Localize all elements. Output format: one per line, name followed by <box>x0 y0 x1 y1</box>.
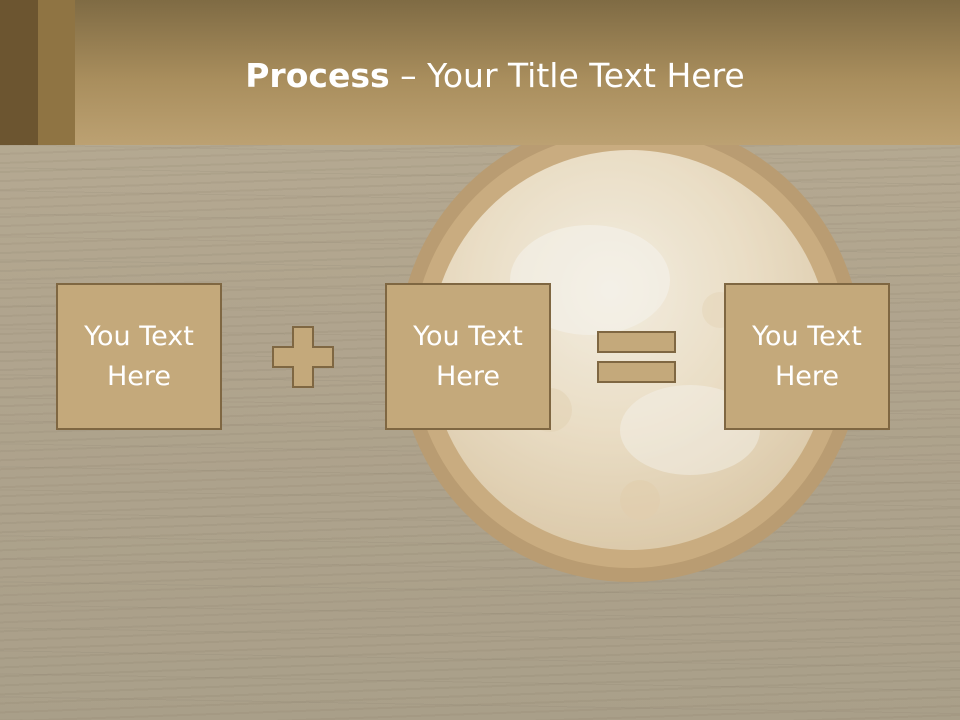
process-box-1[interactable]: You Text Here <box>56 283 222 430</box>
process-box-text: You Text Here <box>752 320 862 392</box>
slide-title[interactable]: Process – Your Title Text Here <box>75 50 915 102</box>
title-bold-text: Process <box>245 56 390 95</box>
accent-stripe <box>38 0 75 145</box>
process-box-text: You Text Here <box>84 320 194 392</box>
equals-icon <box>597 331 676 383</box>
process-box-text: You Text Here <box>413 320 523 392</box>
title-rest-text: – Your Title Text Here <box>389 56 745 95</box>
process-box-2[interactable]: You Text Here <box>385 283 551 430</box>
accent-stripe <box>0 0 38 145</box>
title-bar: Process – Your Title Text Here <box>0 0 960 145</box>
process-box-3[interactable]: You Text Here <box>724 283 890 430</box>
plus-icon <box>272 326 334 388</box>
